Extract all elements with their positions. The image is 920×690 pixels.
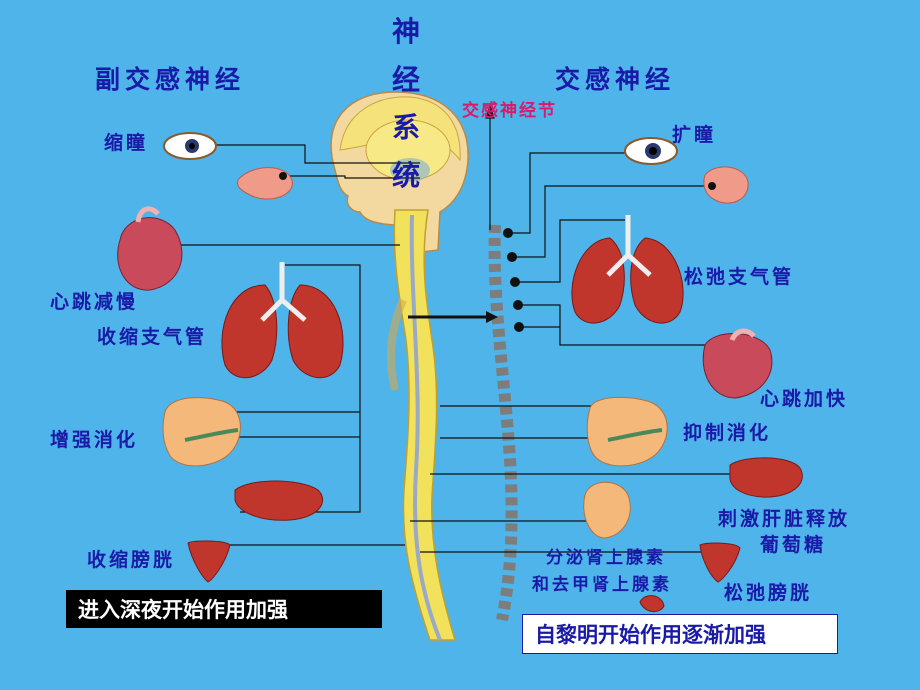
label-adrenal-1: 分泌肾上腺素 bbox=[546, 548, 666, 568]
sympathetic-lines bbox=[410, 104, 742, 553]
lungs-right bbox=[571, 215, 684, 324]
parasympathetic-heading: 副交感神经 bbox=[95, 65, 246, 94]
liver-right bbox=[729, 457, 803, 498]
label-heart-fast: 心跳加快 bbox=[760, 388, 849, 410]
title-char: 系 bbox=[391, 111, 420, 144]
sympathetic-chain bbox=[488, 224, 524, 622]
stomach-left bbox=[162, 397, 241, 467]
label-bladder-relax: 松弛膀胱 bbox=[724, 582, 813, 604]
bladder-left bbox=[187, 540, 231, 583]
bladder-right bbox=[699, 542, 741, 583]
adrenal-kidney bbox=[583, 481, 631, 539]
label-digestion-inhibit: 抑制消化 bbox=[683, 422, 772, 444]
title-char: 经 bbox=[391, 63, 420, 96]
arrow bbox=[408, 311, 498, 323]
salivary-gland-right bbox=[703, 166, 749, 204]
lungs-left bbox=[221, 262, 344, 379]
salivary-gland-left bbox=[237, 167, 293, 200]
head-silhouette bbox=[330, 91, 469, 256]
label-digestion-enhance: 增强消化 bbox=[50, 429, 139, 451]
label-bronchi-relax: 松弛支气管 bbox=[684, 266, 795, 288]
spinal-column bbox=[387, 209, 457, 641]
label-pupil-constrict: 缩瞳 bbox=[104, 132, 149, 154]
label-liver-glucose-1: 刺激肝脏释放 bbox=[718, 508, 851, 530]
label-bladder-contract: 收缩膀胱 bbox=[87, 549, 176, 571]
stomach-right bbox=[586, 396, 668, 467]
note-dawn: 自黎明开始作用逐渐加强 bbox=[522, 614, 838, 654]
eye-right bbox=[624, 137, 678, 165]
label-bronchi-constrict: 收缩支气管 bbox=[97, 326, 208, 348]
liver-left bbox=[234, 480, 324, 521]
heart-left bbox=[117, 206, 183, 291]
label-pupil-dilate: 扩瞳 bbox=[672, 124, 717, 146]
sympathetic-heading: 交感神经 bbox=[555, 65, 676, 94]
label-heart-slow: 心跳减慢 bbox=[50, 291, 139, 313]
title-char: 神 bbox=[391, 15, 420, 48]
nervous-system-vertical-title: 神 经 系 统 bbox=[388, 8, 424, 200]
ganglion-label: 交感神经节 bbox=[462, 101, 557, 121]
title-char: 统 bbox=[391, 159, 420, 192]
eye-left bbox=[163, 132, 217, 160]
label-liver-glucose-2: 葡萄糖 bbox=[760, 534, 827, 556]
small-organ-bottom bbox=[639, 595, 665, 612]
label-adrenal-2: 和去甲肾上腺素 bbox=[532, 575, 672, 595]
heart-right bbox=[702, 328, 773, 399]
note-night: 进入深夜开始作用加强 bbox=[66, 590, 382, 628]
